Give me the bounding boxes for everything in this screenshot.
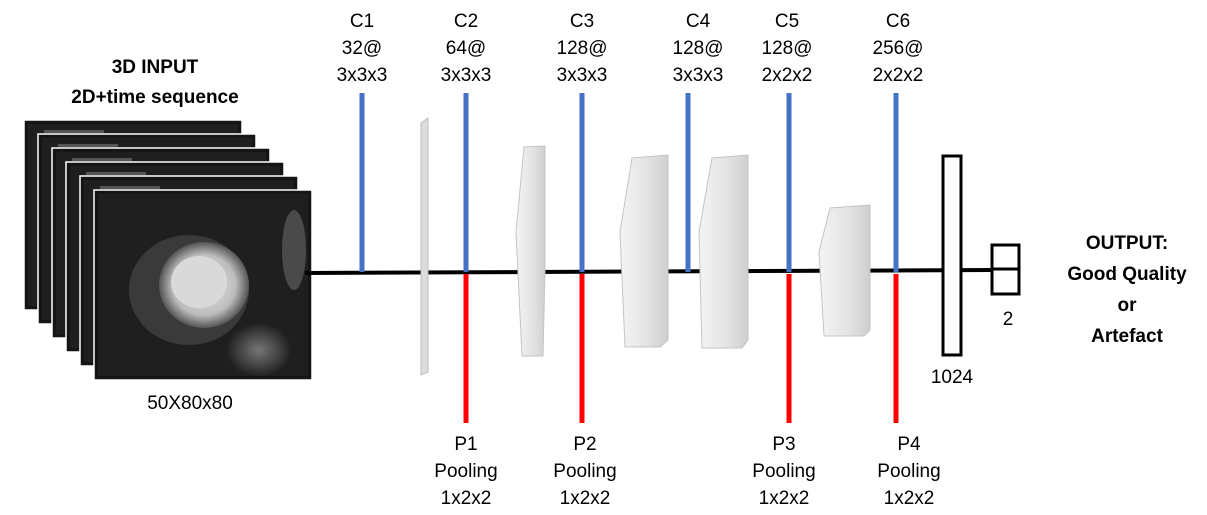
conv-filters: 32@ [341,38,383,59]
input-title-line1: 3D INPUT [111,57,199,78]
conv-filters: 128@ [672,38,724,59]
conv-filters: 128@ [761,38,813,59]
feature-block-3 [619,154,669,348]
pool-type: Pooling [752,461,816,482]
pool-type: Pooling [877,461,941,482]
pool-size: 1x2x2 [758,488,810,509]
pool-type: Pooling [553,461,617,482]
mri-input-stack [23,119,313,381]
pool-name: P1 [454,434,478,455]
conv-label-c2: C2 64@ 3x3x3 [426,8,506,89]
conv-kernel: 3x3x3 [440,65,492,86]
pool-label-p3: P3 Pooling 1x2x2 [739,431,829,512]
conv-label-c4: C4 128@ 3x3x3 [658,8,738,89]
conv-name: C3 [569,11,595,32]
input-title-line2: 2D+time sequence [71,87,239,108]
output-line2: Good Quality [1067,264,1187,285]
output-line4: Artefact [1091,326,1163,347]
dense-1024-box [941,154,963,357]
dense-1024-label: 1024 [930,367,974,388]
output-2-label: 2 [1002,309,1014,330]
pool-size: 1x2x2 [440,488,492,509]
conv-name: C6 [885,11,911,32]
pool-size: 1x2x2 [559,488,611,509]
conv-kernel: 2x2x2 [872,65,924,86]
input-size-label: 50X80x80 [147,393,233,414]
output-label: OUTPUT: Good Quality or Artefact [1052,228,1202,352]
conv-name: C5 [774,11,800,32]
conv-name: C4 [685,11,711,32]
feature-block-1 [420,117,429,376]
mri-frame [93,189,313,381]
conv-label-c3: C3 128@ 3x3x3 [542,8,622,89]
conv-kernel: 3x3x3 [336,65,388,86]
pool-type: Pooling [434,461,498,482]
pool-label-p2: P2 Pooling 1x2x2 [540,431,630,512]
pool-label-p1: P1 Pooling 1x2x2 [421,431,511,512]
conv-kernel: 3x3x3 [556,65,608,86]
pool-name: P4 [897,434,921,455]
conv-filters: 128@ [556,38,608,59]
input-title: 3D INPUT 2D+time sequence [40,54,270,111]
conv-kernel: 3x3x3 [672,65,724,86]
conv-filters: 256@ [872,38,924,59]
conv-filters: 64@ [445,38,487,59]
conv-label-c1: C1 32@ 3x3x3 [322,8,402,89]
output-line3: or [1117,295,1137,316]
pool-name: P2 [573,434,597,455]
pool-size: 1x2x2 [883,488,935,509]
conv-label-c6: C6 256@ 2x2x2 [858,8,938,89]
pool-name: P3 [772,434,796,455]
conv-label-c5: C5 128@ 2x2x2 [747,8,827,89]
conv-name: C2 [453,11,479,32]
pool-label-p4: P4 Pooling 1x2x2 [864,431,954,512]
conv-name: C1 [349,11,375,32]
output-line1: OUTPUT: [1085,233,1169,254]
feature-block-5 [818,204,871,337]
conv-kernel: 2x2x2 [761,65,813,86]
feature-block-4 [698,154,749,349]
feature-block-2 [515,145,546,357]
